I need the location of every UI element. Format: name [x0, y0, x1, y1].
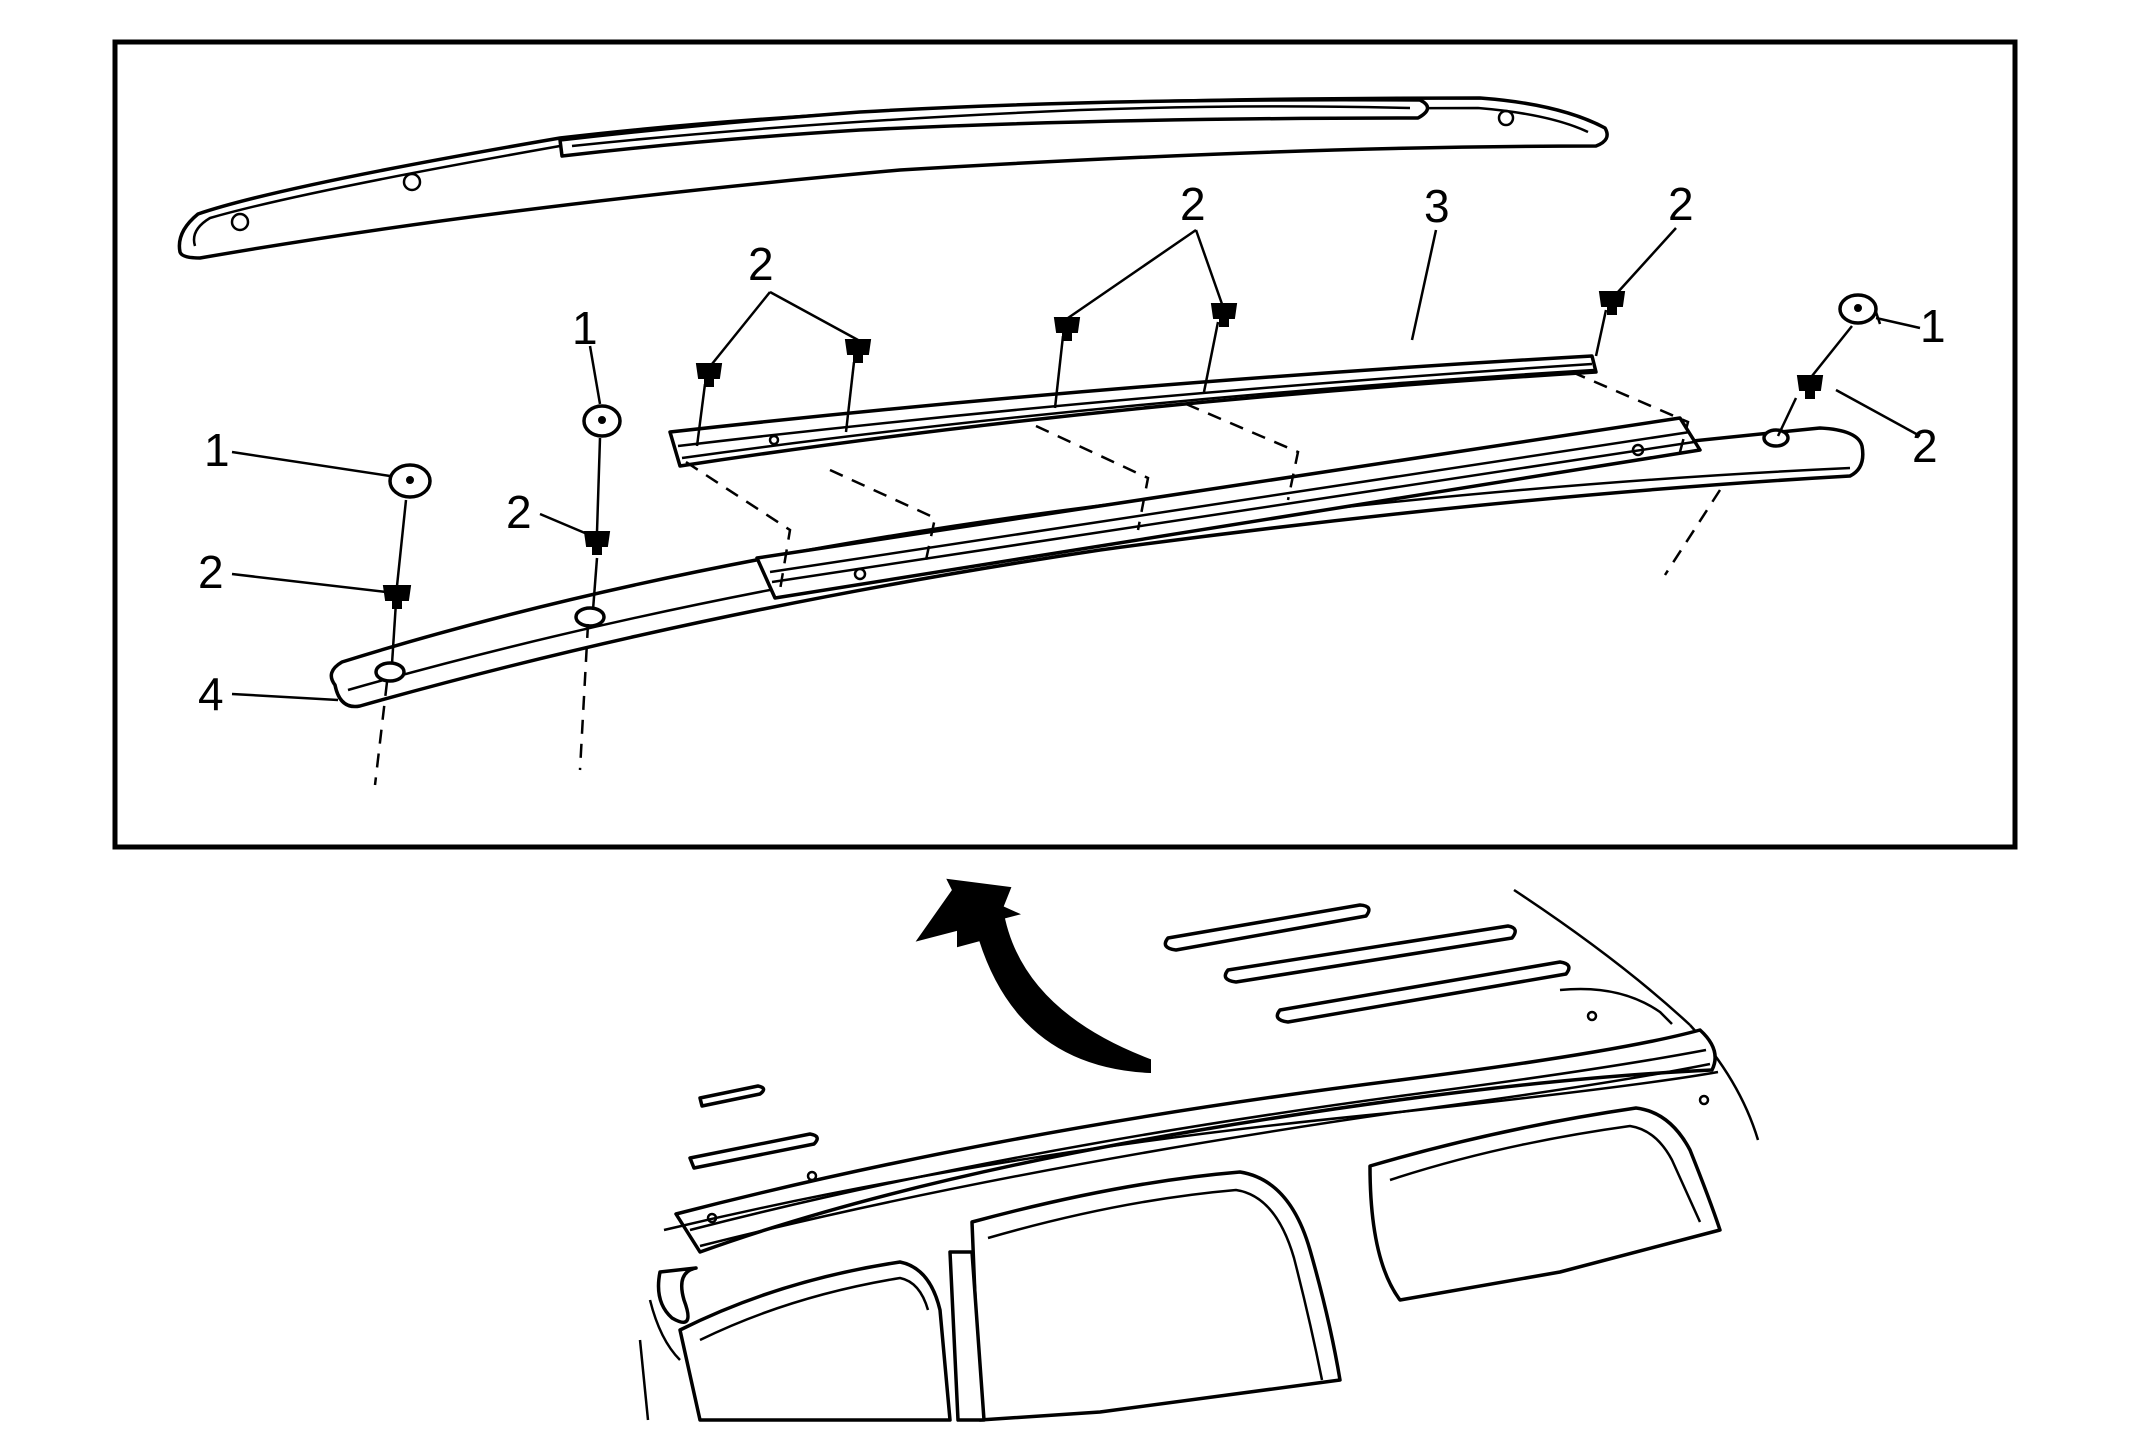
fastener-caps: [388, 293, 1878, 587]
rack-rail-3: [668, 354, 1598, 468]
callout-2-mid: 2: [506, 486, 532, 538]
bolt-rail-3: [1053, 317, 1081, 409]
bolt-rail-2: [844, 339, 872, 433]
bolt-right: [1776, 375, 1824, 437]
callout-2-group-b: 2: [1180, 178, 1206, 230]
callout-4-base: 4: [198, 668, 224, 720]
callout-2-left: 2: [198, 546, 224, 598]
rack-cover-molding: [177, 96, 1609, 260]
bolt-rail-4: [1202, 303, 1238, 393]
bolt-upper-right: [1594, 291, 1626, 357]
callout-leaders: [231, 227, 1921, 702]
cap-right: [1811, 293, 1878, 377]
curved-arrow-icon: [915, 878, 1151, 1074]
side-windows: [678, 1106, 1722, 1422]
callout-labels: 1 1 1 2 2 2 2 2 2 3 4: [198, 178, 1946, 720]
callout-1-right: 1: [1920, 300, 1946, 352]
cap-mid: [582, 404, 622, 533]
callout-1-mid: 1: [572, 302, 598, 354]
bolt-left: [382, 585, 412, 665]
roof-slats: [688, 903, 1571, 1170]
alignment-guides: [373, 370, 1722, 786]
cap-left: [388, 463, 432, 587]
callout-2-right: 2: [1912, 420, 1938, 472]
vehicle-roof-overview: [638, 888, 1760, 1422]
callout-2-upper-right: 2: [1668, 178, 1694, 230]
callout-3-rail: 3: [1424, 180, 1450, 232]
callout-1-left: 1: [204, 424, 230, 476]
callout-2-group-a: 2: [748, 238, 774, 290]
